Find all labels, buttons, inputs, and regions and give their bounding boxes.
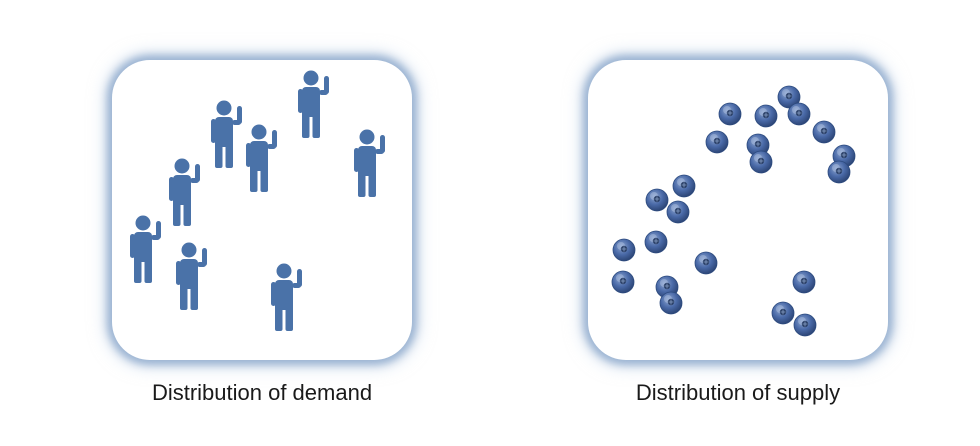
supply-berry-group <box>611 85 856 337</box>
blueberry-icon <box>793 313 817 337</box>
blueberry-icon <box>792 270 816 294</box>
person-icon <box>246 124 277 192</box>
demand-panel <box>112 60 412 360</box>
supply-caption: Distribution of supply <box>635 380 841 405</box>
blueberry-icon <box>812 120 836 144</box>
demand-figure-group <box>130 70 385 331</box>
person-icon <box>169 158 200 226</box>
blueberry-icon <box>659 291 683 315</box>
person-icon <box>271 263 302 331</box>
person-icon <box>354 129 385 197</box>
supply-panel <box>588 60 888 360</box>
person-icon <box>176 242 207 310</box>
blueberry-icon <box>611 270 635 294</box>
person-icon <box>211 100 242 168</box>
blueberry-icon <box>718 102 742 126</box>
blueberry-icon <box>746 133 770 157</box>
blueberry-icon <box>827 160 851 184</box>
person-icon <box>130 215 161 283</box>
blueberry-icon <box>644 230 668 254</box>
blueberry-icon <box>777 85 801 109</box>
blueberry-icon <box>694 251 718 275</box>
blueberry-icon <box>645 188 669 212</box>
blueberry-icon <box>672 174 696 198</box>
person-icon <box>298 70 329 138</box>
blueberry-icon <box>749 150 773 174</box>
blueberry-icon <box>787 102 811 126</box>
blueberry-icon <box>666 200 690 224</box>
blueberry-icon <box>771 301 795 325</box>
blueberry-icon <box>612 238 636 262</box>
demand-caption: Distribution of demand <box>151 380 373 405</box>
blueberry-icon <box>705 130 729 154</box>
blueberry-icon <box>754 104 778 128</box>
